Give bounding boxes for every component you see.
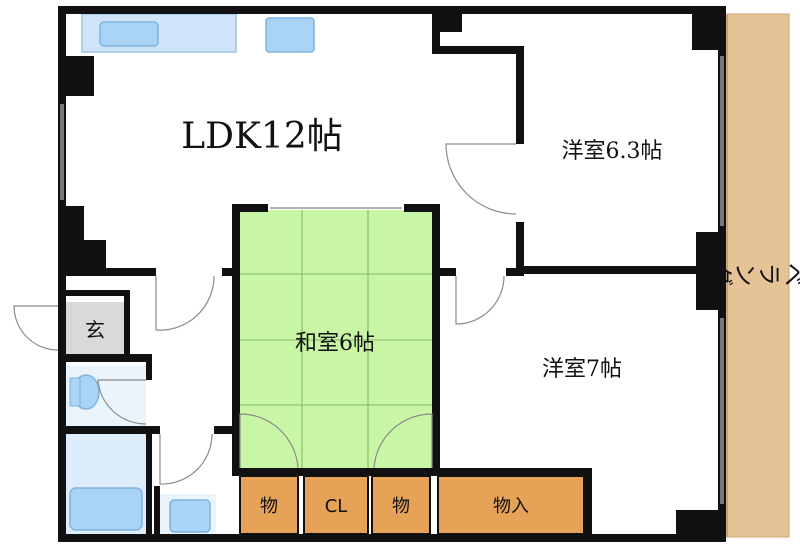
kitchen-sink [99,21,159,47]
tatami-mat-lines [238,210,432,468]
room-label-japanese: 和室6帖 [295,331,375,356]
balcony-area [726,13,790,538]
storage-label-1: 物 [260,496,278,517]
windows [60,56,724,504]
door-swings [13,143,517,485]
walls [58,6,726,542]
room-label-ldk: LDK12帖 [181,116,342,157]
storage-label-2: CL [325,496,348,517]
washbasin [169,499,211,533]
room-label-western-b: 洋室7帖 [542,357,622,382]
storage-label-3: 物 [392,496,410,517]
room-label-entrance: 玄 [85,318,105,342]
refrigerator-space [265,17,315,53]
room-label-western-a: 洋室6.3帖 [562,139,663,164]
storage-label-4: 物入 [493,496,529,517]
room-label-balcony: ベランダ [710,258,800,286]
entrance-floor [66,302,124,354]
toilet-tank [69,377,81,407]
tatami-floor [238,210,432,468]
bathtub [69,487,143,531]
